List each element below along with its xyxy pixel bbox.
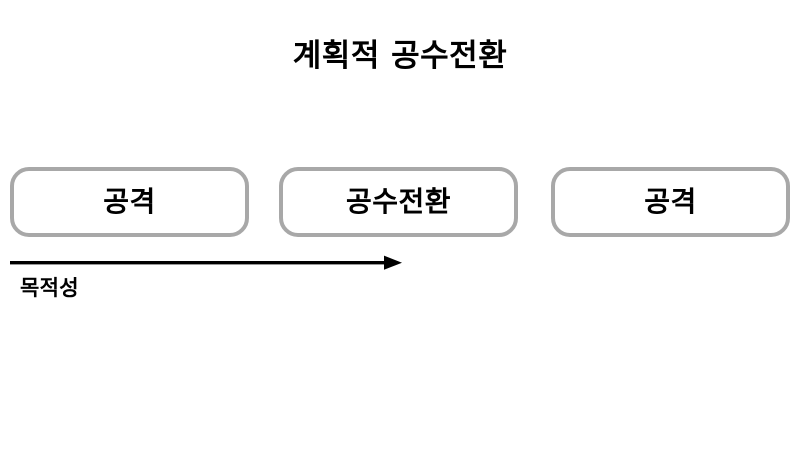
phase-box-3[interactable]: 공격 — [551, 167, 790, 237]
page-title: 계획적 공수전환 — [292, 38, 508, 74]
phase-box-2[interactable]: 공수전환 — [279, 167, 518, 237]
arrow-caption-label: 목적성 — [20, 276, 79, 300]
right-arrow-icon — [10, 251, 410, 275]
phase-box-2-label: 공수전환 — [345, 185, 452, 218]
phase-box-1-label: 공격 — [103, 185, 156, 218]
phase-box-1[interactable]: 공격 — [10, 167, 249, 237]
phase-box-3-label: 공격 — [644, 185, 697, 218]
